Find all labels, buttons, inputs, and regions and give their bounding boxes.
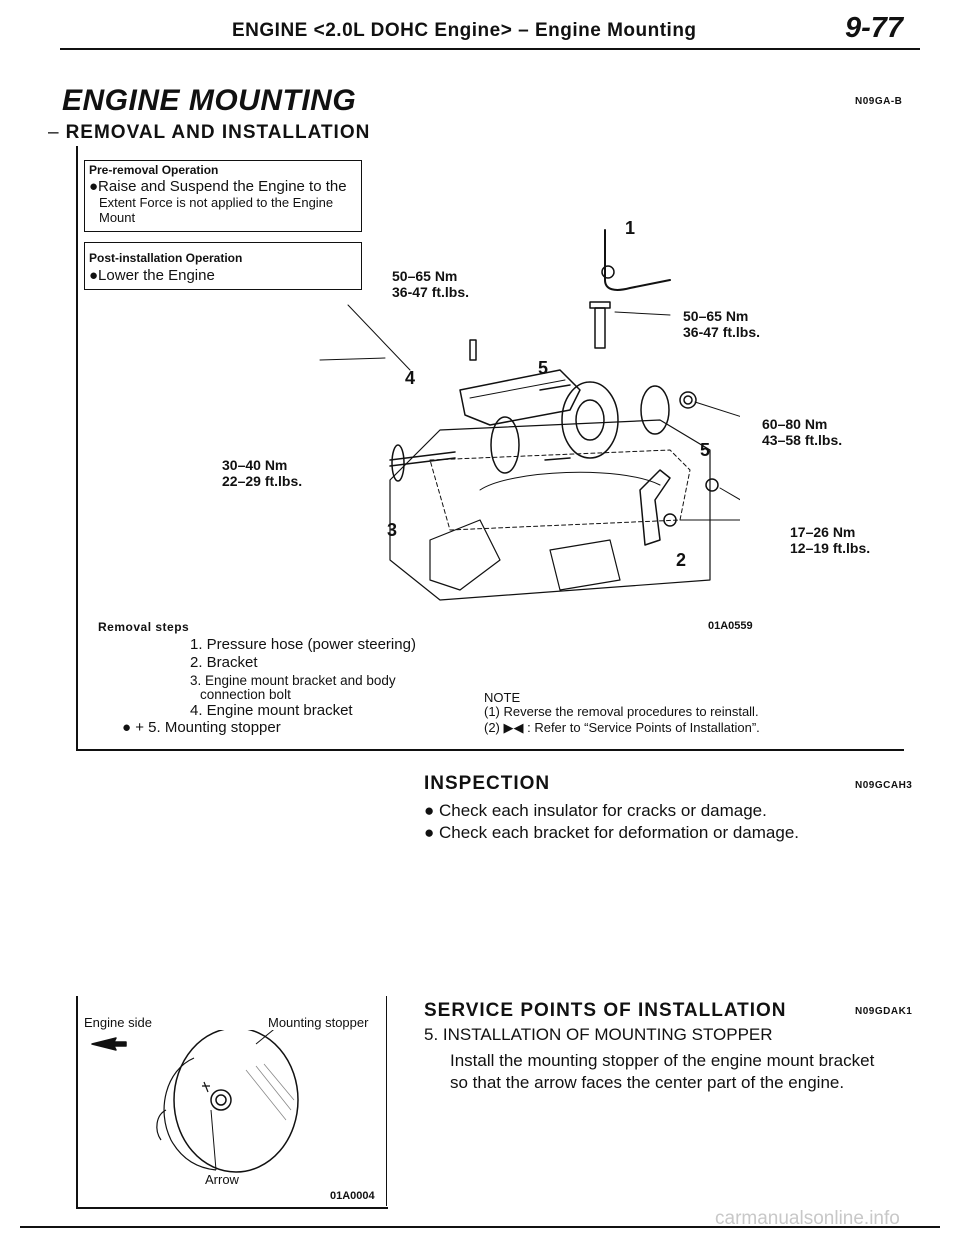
torque-label-5: 17–26 Nm 12–19 ft.lbs. [790,524,870,556]
service-line-1: Install the mounting stopper of the engi… [450,1051,875,1070]
engine-side-arrow-icon [91,1037,127,1051]
engine-mount-diagram [319,229,740,601]
note-line2: (2) ▶◀ : Refer to “Service Points of Ins… [484,720,760,735]
pre-removal-line2: Extent Force is not applied to the Engin… [99,195,334,210]
torque-5-nm: 17–26 Nm [790,524,856,540]
section-code: N09GA-B [855,96,903,107]
post-install-label: Post-installation Operation [89,251,243,265]
post-install-box: Post-installation Operation ●Lower the E… [84,242,362,290]
stopper-frame-left [76,996,78,1208]
mounting-stopper-label: Mounting stopper [268,1015,369,1030]
engine-side-label: Engine side [84,1015,152,1030]
callout-1: 1 [625,218,636,238]
frame-left-rule [76,146,78,750]
torque-label-2: 50–65 Nm 36-47 ft.lbs. [683,308,760,340]
stopper-drawing [91,1030,299,1173]
pre-removal-box: Pre-removal Operation ●Raise and Suspend… [84,160,362,232]
section-subtitle: –REMOVAL AND INSTALLATION [48,122,371,143]
removal-step-5: ● + 5. Mounting stopper [122,719,281,736]
subtitle-text: REMOVAL AND INSTALLATION [65,122,371,143]
note-title: NOTE [484,690,521,705]
removal-step-2: 2. Bracket [190,654,258,671]
removal-steps-title: Removal steps [98,620,190,634]
callout-2: 2 [676,550,687,570]
torque-1-ft: 36-47 ft.lbs. [392,284,470,300]
page-title: ENGINE MOUNTING [62,84,357,117]
service-item-title: 5. INSTALLATION OF MOUNTING STOPPER [424,1025,773,1044]
post-install-line1: ●Lower the Engine [89,267,215,284]
callout-3: 3 [387,520,398,540]
torque-3-ft: 43–58 ft.lbs. [762,432,843,448]
inspection-title: INSPECTION [424,773,551,794]
removal-step-3b: connection bolt [200,687,291,702]
running-header: ENGINE <2.0L DOHC Engine> – Engine Mount… [232,20,697,41]
inspection-item-2: ● Check each bracket for deformation or … [424,823,800,842]
torque-2-ft: 36-47 ft.lbs. [683,324,761,340]
removal-step-1: 1. Pressure hose (power steering) [190,636,416,653]
pre-removal-line3: Mount [99,210,136,225]
inspection-code: N09GCAH3 [855,780,913,791]
watermark: carmanualsonline.info [715,1208,900,1229]
callout-5a: 5 [538,358,549,378]
callout-5b: 5 [700,440,711,460]
torque-4-ft: 22–29 ft.lbs. [222,473,303,489]
service-points-code: N09GDAK1 [855,1006,913,1017]
header-rule [60,48,920,50]
stopper-image-code: 01A0004 [330,1190,375,1202]
note-line1: (1) Reverse the removal procedures to re… [484,704,759,719]
torque-2-nm: 50–65 Nm [683,308,749,324]
service-points-title: SERVICE POINTS OF INSTALLATION [424,1000,787,1021]
service-line-2: so that the arrow faces the center part … [450,1073,845,1092]
frame-bottom-rule [76,749,904,751]
torque-label-1: 50–65 Nm 36-47 ft.lbs. [392,268,469,300]
torque-1-nm: 50–65 Nm [392,268,458,284]
torque-label-4: 30–40 Nm 22–29 ft.lbs. [222,457,302,489]
stopper-frame-bottom [76,1207,388,1209]
removal-step-3: 3. Engine mount bracket and body [190,673,396,688]
pre-removal-label: Pre-removal Operation [89,163,219,177]
callout-4: 4 [405,368,416,388]
torque-5-ft: 12–19 ft.lbs. [790,540,871,556]
torque-3-nm: 60–80 Nm [762,416,828,432]
stopper-figure-frame [76,996,387,1206]
diagram-image-code: 01A0559 [708,620,753,632]
removal-step-4: 4. Engine mount bracket [190,702,353,719]
arrow-label: Arrow [205,1172,239,1187]
torque-4-nm: 30–40 Nm [222,457,288,473]
footer-rule [20,1226,940,1228]
pre-removal-line1: ●Raise and Suspend the Engine to the [89,178,347,195]
torque-label-3: 60–80 Nm 43–58 ft.lbs. [762,416,842,448]
page-number: 9-77 [845,12,904,44]
inspection-item-1: ● Check each insulator for cracks or dam… [424,801,767,820]
